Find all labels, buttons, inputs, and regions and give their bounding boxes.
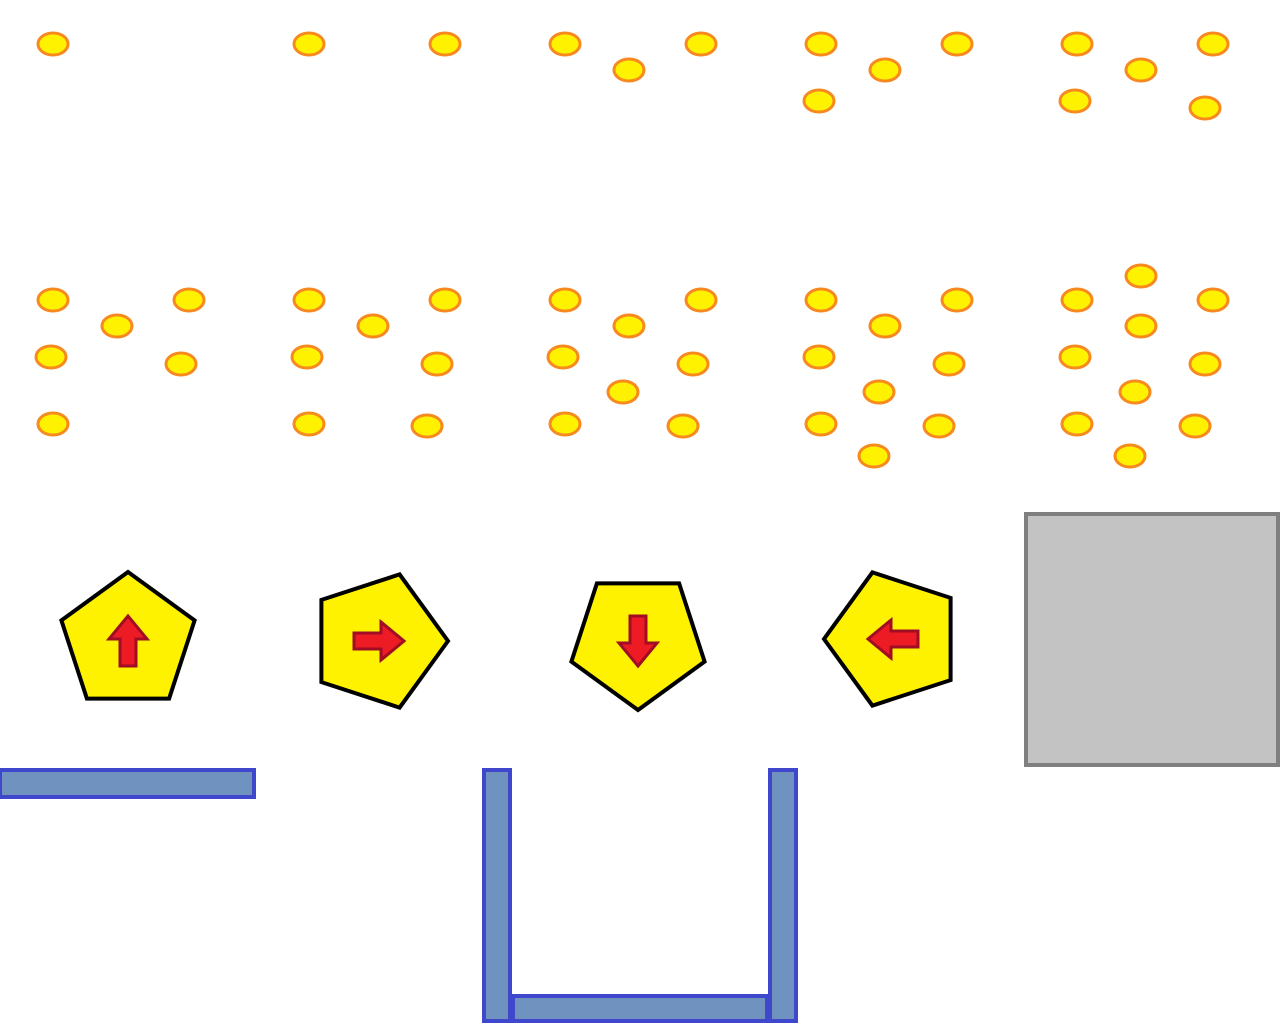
coin-icon (1124, 57, 1158, 83)
coin-icon (100, 313, 134, 339)
arrow-left-icon (865, 616, 920, 662)
arrow-down-icon (615, 614, 661, 669)
coin-group-row1-1 (36, 31, 70, 57)
coin-group-row2-6 (34, 287, 206, 437)
coin-group-row1-3 (548, 31, 718, 83)
coin-icon (802, 344, 836, 370)
coin-icon (1060, 411, 1094, 437)
arrow-right-icon (352, 618, 407, 664)
bumper-right (319, 572, 451, 710)
coin-icon (1188, 95, 1222, 121)
direction-bumpers-layer (59, 569, 953, 713)
coin-icon (940, 287, 974, 313)
coin-icon (292, 411, 326, 437)
coin-icon (548, 287, 582, 313)
coin-icon (410, 413, 444, 439)
coin-icon (164, 351, 198, 377)
ledge-bar (0, 768, 256, 799)
coin-icon (1118, 379, 1152, 405)
coins-layer (34, 31, 1230, 469)
coin-icon (1196, 31, 1230, 57)
coin-icon (428, 287, 462, 313)
coin-icon (1188, 351, 1222, 377)
arrow-up-icon (105, 613, 151, 668)
coin-icon (666, 413, 700, 439)
coin-icon (612, 57, 646, 83)
platforms-layer (0, 768, 798, 1023)
coin-icon (1060, 31, 1094, 57)
platform-flat-ledge (0, 768, 256, 799)
coin-icon (36, 411, 70, 437)
platform-u-shaped-container (482, 768, 798, 1023)
coin-icon (606, 379, 640, 405)
coin-icon (1060, 287, 1094, 313)
coin-icon (684, 287, 718, 313)
coin-icon (548, 31, 582, 57)
coin-group-row2-7 (290, 287, 462, 439)
coin-icon (922, 413, 956, 439)
coin-icon (1124, 313, 1158, 339)
coin-icon (428, 31, 462, 57)
coin-icon (1113, 443, 1147, 469)
coin-icon (804, 411, 838, 437)
coin-icon (36, 31, 70, 57)
coin-icon (868, 313, 902, 339)
coin-icon (612, 313, 646, 339)
bumper-left (821, 570, 953, 708)
coin-icon (1196, 287, 1230, 313)
coin-icon (1124, 263, 1158, 289)
coin-group-row1-4 (802, 31, 974, 114)
coin-icon (857, 443, 891, 469)
coin-icon (868, 57, 902, 83)
coin-icon (292, 287, 326, 313)
coin-icon (1178, 413, 1212, 439)
coin-icon (804, 287, 838, 313)
coin-icon (548, 411, 582, 437)
coin-icon (684, 31, 718, 57)
coin-group-row1-2 (292, 31, 462, 57)
coin-icon (1058, 88, 1092, 114)
coin-icon (172, 287, 206, 313)
coin-icon (676, 351, 710, 377)
coin-icon (862, 379, 896, 405)
coin-icon (36, 287, 70, 313)
coin-group-row2-8 (546, 287, 718, 439)
coin-group-row1-5 (1058, 31, 1230, 121)
coin-group-row2-9 (802, 287, 974, 469)
container-left-wall (482, 768, 512, 1023)
coin-icon (420, 351, 454, 377)
container-floor (511, 994, 769, 1023)
coin-icon (546, 344, 580, 370)
crate-layer (1024, 512, 1280, 767)
coin-icon (802, 88, 836, 114)
bumper-down (569, 581, 707, 713)
bumper-up (59, 569, 197, 701)
coin-group-row2-10 (1058, 263, 1230, 469)
crate-grey-block (1024, 512, 1280, 767)
coin-icon (1058, 344, 1092, 370)
coin-icon (34, 344, 68, 370)
coin-icon (804, 31, 838, 57)
coin-icon (292, 31, 326, 57)
coin-icon (932, 351, 966, 377)
coin-icon (356, 313, 390, 339)
coin-icon (940, 31, 974, 57)
container-right-wall (768, 768, 798, 1023)
coin-icon (290, 344, 324, 370)
